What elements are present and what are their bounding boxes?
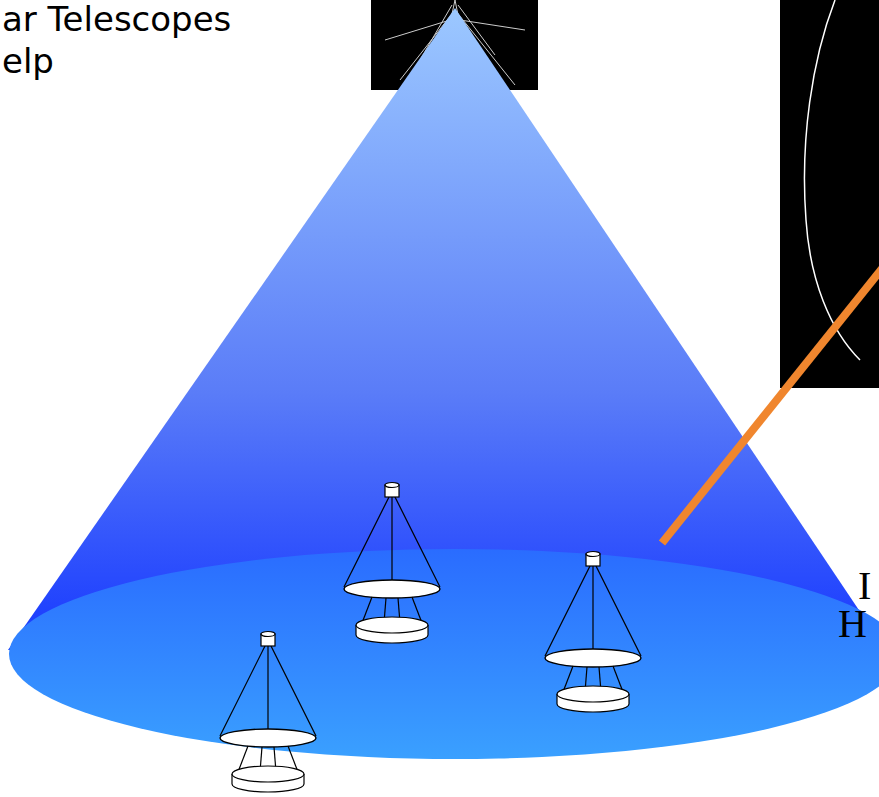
slide-text: I (858, 566, 871, 606)
slide-text: ar Telescopes (2, 2, 231, 36)
slide-text: H (838, 604, 867, 644)
slide-text: elp (2, 44, 54, 78)
